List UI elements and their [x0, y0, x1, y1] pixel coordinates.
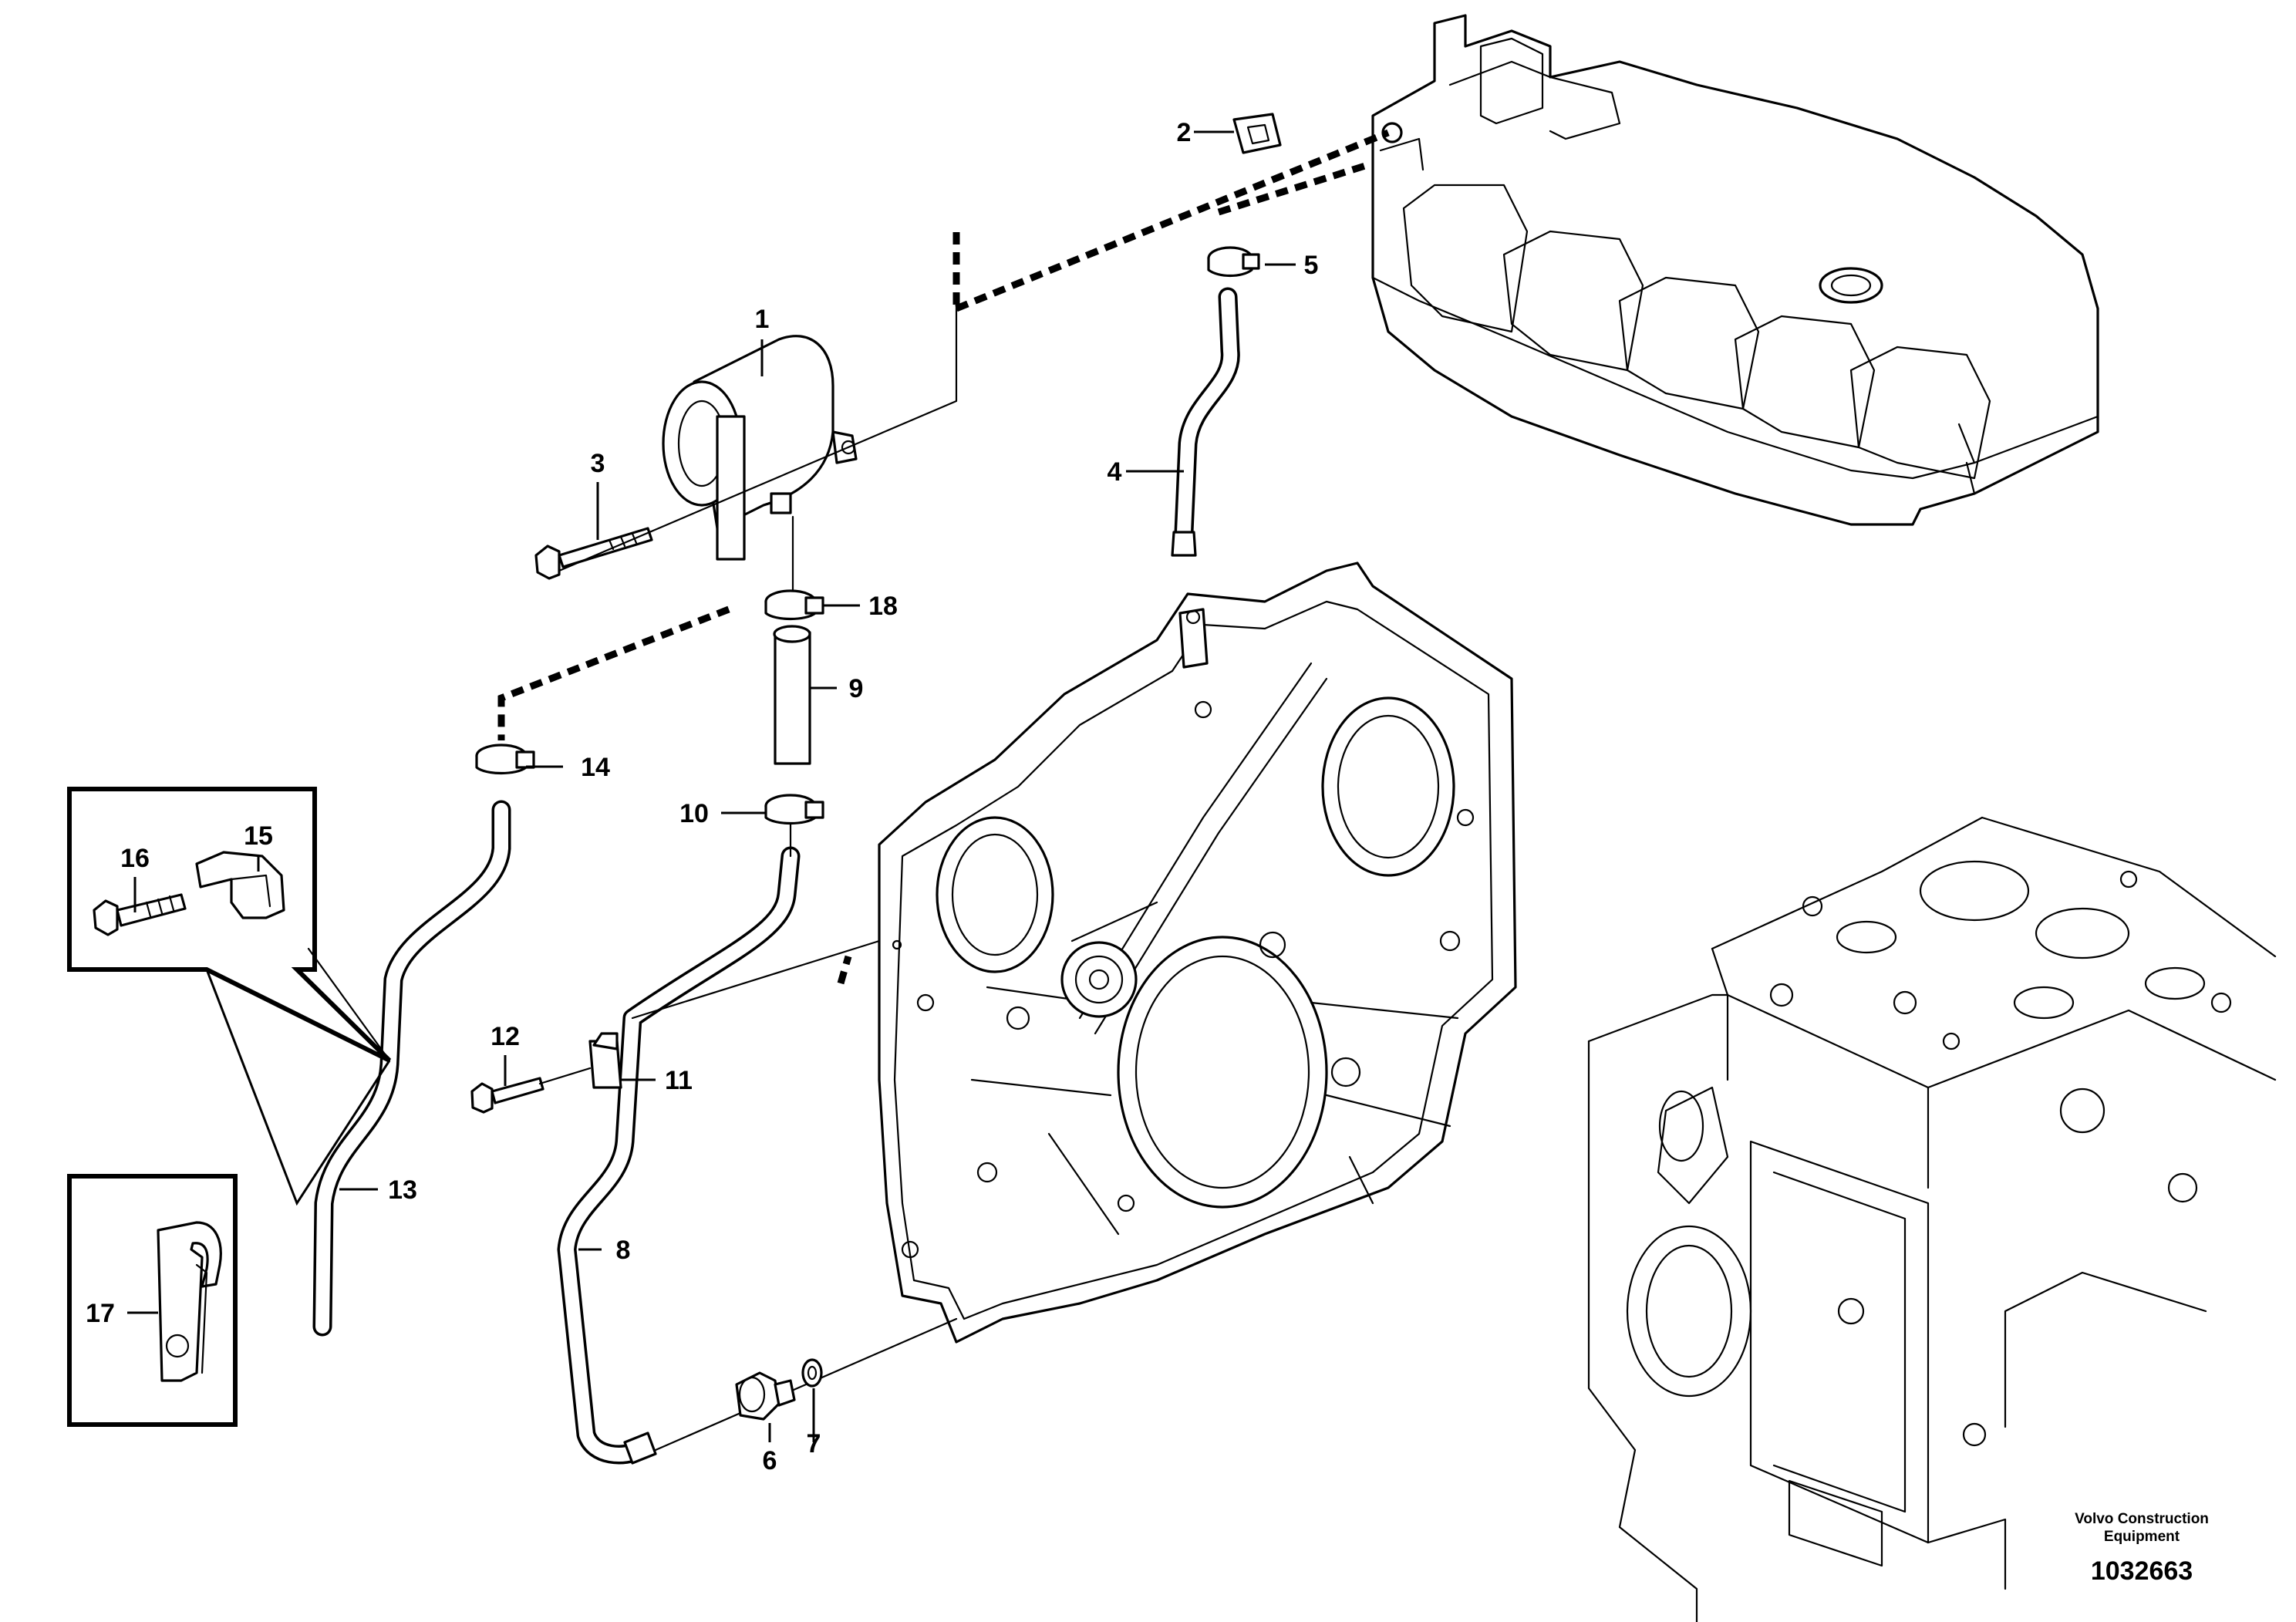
hose-13: [312, 800, 511, 1337]
brand-line-1: Volvo Construction: [2075, 1511, 2209, 1527]
hose-8: [557, 801, 801, 1465]
gasket-2: [1232, 113, 1282, 154]
callout-18: 18: [868, 592, 898, 621]
callout-17: 17: [86, 1299, 115, 1328]
callout-6: 6: [763, 1446, 777, 1475]
callout-8: 8: [616, 1236, 631, 1265]
callout-14: 14: [581, 753, 610, 782]
clip-11: [588, 1032, 622, 1089]
crankcase-breather: [662, 335, 858, 561]
callout-11: 11: [665, 1066, 693, 1095]
bolt-3: [534, 527, 653, 580]
washer-7: [801, 1358, 823, 1388]
callout-10: 10: [679, 799, 709, 828]
callout-16: 16: [120, 844, 150, 873]
clamp-14: [475, 744, 535, 775]
hose-9: [773, 515, 811, 765]
clamp-18: [764, 589, 824, 621]
engine-block: [1587, 816, 2277, 1622]
callout-2: 2: [1177, 118, 1192, 147]
hose-4: [1171, 287, 1240, 557]
bolt-12: [470, 1067, 592, 1114]
callout-leaders: [127, 130, 1296, 1442]
clamp-5: [1207, 246, 1260, 278]
brand-line-2: Equipment: [2104, 1529, 2180, 1545]
callout-13: 13: [388, 1175, 417, 1205]
callout-7: 7: [807, 1429, 821, 1458]
valve-cover: [1371, 14, 2099, 526]
phantom-lines: [497, 129, 1390, 985]
callout-12: 12: [491, 1022, 520, 1051]
document-number: 1032663: [2091, 1556, 2193, 1586]
callout-9: 9: [849, 674, 864, 703]
callout-5: 5: [1304, 251, 1319, 280]
connector-6: [735, 1371, 796, 1421]
callout-3: 3: [591, 449, 605, 478]
clamp-10: [764, 794, 824, 825]
inset-bracket-detail: [67, 1174, 238, 1427]
callout-15: 15: [244, 821, 273, 851]
inset-clamp-detail: [67, 787, 392, 1206]
phantom-hose-8: [631, 939, 881, 1020]
callout-1: 1: [755, 305, 770, 334]
callout-4: 4: [1108, 457, 1122, 487]
timing-gear-cover: [878, 561, 1517, 1344]
